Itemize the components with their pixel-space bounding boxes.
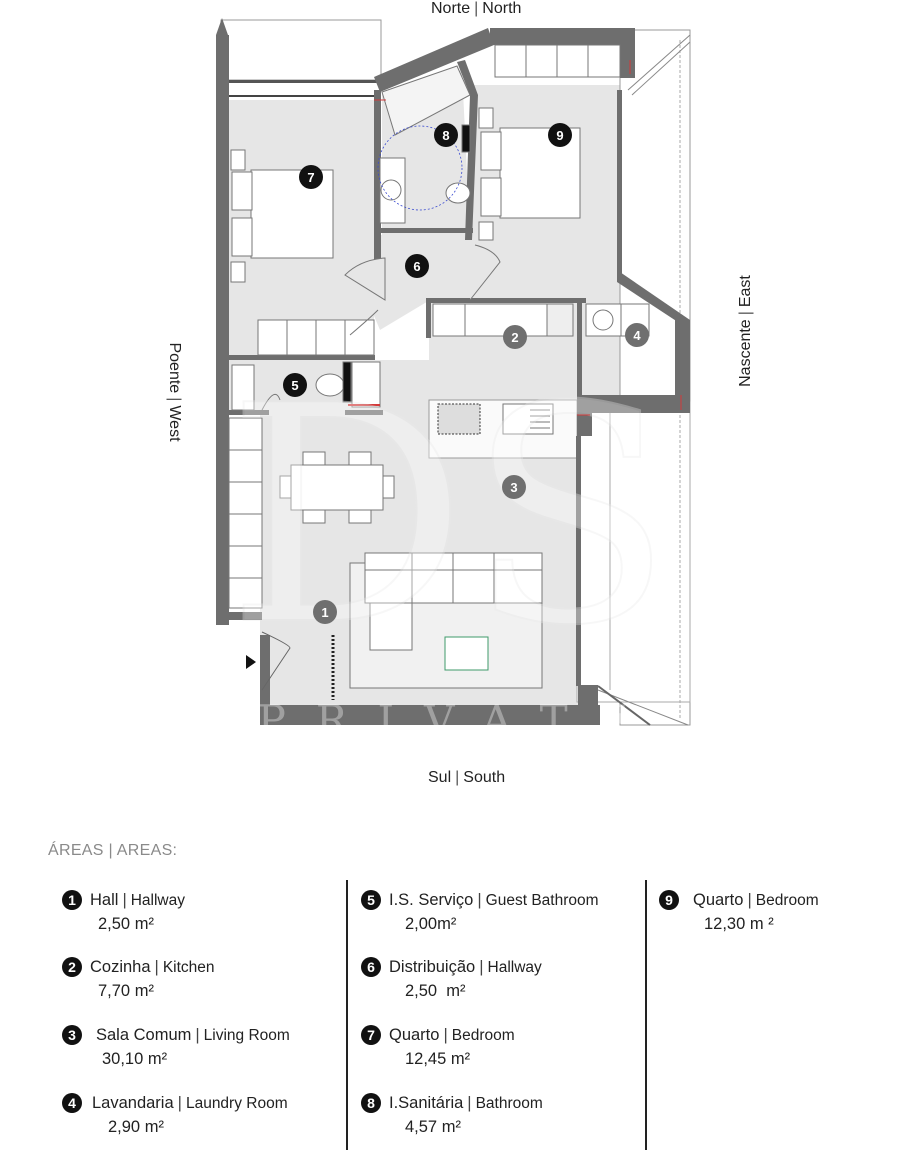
separator: | bbox=[747, 891, 752, 909]
room-name-pt: Lavandaria bbox=[92, 1094, 174, 1112]
room-name: Lavandaria|Laundry Room bbox=[92, 1093, 288, 1114]
room-area: 7,70 m² bbox=[98, 982, 154, 1000]
separator: | bbox=[195, 1026, 200, 1044]
dining-table bbox=[279, 451, 395, 524]
separator: | bbox=[154, 958, 159, 976]
room-name: Quarto|Bedroom bbox=[389, 1025, 515, 1046]
svg-text:DS: DS bbox=[227, 342, 673, 691]
south-en: South bbox=[463, 769, 506, 786]
separator: | bbox=[467, 1094, 472, 1112]
number-badge: 3 bbox=[62, 1025, 82, 1045]
room-name: Quarto|Bedroom bbox=[693, 890, 819, 911]
bathroom-8-fixtures bbox=[377, 65, 471, 224]
svg-text:9: 9 bbox=[556, 128, 563, 143]
guest-bath-fixtures bbox=[231, 361, 381, 411]
room-name-en: Hallway bbox=[130, 892, 185, 909]
bed-9 bbox=[478, 107, 581, 241]
number-badge: 5 bbox=[361, 890, 381, 910]
svg-text:5: 5 bbox=[291, 378, 298, 393]
legend-divider bbox=[645, 880, 647, 1150]
svg-text:6: 6 bbox=[413, 259, 420, 274]
room-name-pt: Sala Comum bbox=[96, 1026, 192, 1044]
room-marker-7: 7 bbox=[299, 165, 323, 189]
svg-text:PRIVATE: PRIVATE bbox=[258, 696, 659, 745]
room-markers: 1 2 3 4 5 6 7 8 9 bbox=[283, 123, 649, 624]
room-name: Sala Comum|Living Room bbox=[96, 1025, 290, 1046]
room-area: 12,30 m ² bbox=[704, 915, 774, 933]
room-marker-8: 8 bbox=[434, 123, 458, 147]
room-name-en: Hallway bbox=[487, 959, 542, 976]
room-marker-2: 2 bbox=[503, 325, 527, 349]
south-pt: Sul bbox=[428, 769, 452, 786]
number-badge: 9 bbox=[659, 890, 679, 910]
room-name-en: Kitchen bbox=[162, 959, 215, 976]
room-marker-1: 1 bbox=[313, 600, 337, 624]
room-area: 30,10 m² bbox=[102, 1050, 168, 1068]
walls bbox=[216, 18, 690, 725]
room-area: 12,45 m² bbox=[405, 1050, 471, 1068]
separator: | bbox=[177, 1094, 182, 1112]
separator: | bbox=[479, 958, 484, 976]
svg-text:1: 1 bbox=[321, 605, 328, 620]
number-badge: 2 bbox=[62, 957, 82, 977]
svg-text:8: 8 bbox=[442, 128, 449, 143]
room-name: Distribuição|Hallway bbox=[389, 957, 542, 978]
svg-text:4: 4 bbox=[633, 328, 641, 343]
entrance bbox=[246, 631, 335, 700]
north-en: North bbox=[482, 0, 522, 17]
room-name-pt: Distribuição bbox=[389, 958, 476, 976]
svg-text:7: 7 bbox=[307, 170, 314, 185]
separator: | bbox=[474, 0, 479, 17]
separator: | bbox=[122, 891, 127, 909]
watermark: DS PRIVATE bbox=[226, 341, 674, 745]
room-name: Cozinha|Kitchen bbox=[90, 957, 215, 978]
room-marker-5: 5 bbox=[283, 373, 307, 397]
room-name: I.S. Serviço|Guest Bathroom bbox=[389, 890, 599, 911]
number-badge: 1 bbox=[62, 890, 82, 910]
separator: | bbox=[443, 1026, 448, 1044]
room-area: 4,57 m² bbox=[405, 1118, 461, 1136]
room-name-en: Bedroom bbox=[451, 1027, 515, 1044]
number-badge: 6 bbox=[361, 957, 381, 977]
north-pt: Norte bbox=[431, 0, 471, 17]
room-area: 2,50 m² bbox=[405, 982, 466, 1000]
room-marker-9: 9 bbox=[548, 123, 572, 147]
compass-north-label: Norte|North bbox=[431, 0, 521, 18]
room-name: Hall|Hallway bbox=[90, 890, 185, 911]
separator: | bbox=[477, 891, 482, 909]
room-name-en: Laundry Room bbox=[185, 1095, 288, 1112]
room-area: 2,90 m² bbox=[108, 1118, 164, 1136]
room-name-pt: Quarto bbox=[389, 1026, 440, 1044]
room-name-pt: Hall bbox=[90, 891, 119, 909]
room-name-en: Bedroom bbox=[755, 892, 819, 909]
room-name-en: Living Room bbox=[203, 1027, 290, 1044]
room-name-pt: I.S. Serviço bbox=[389, 891, 474, 909]
floor-plan: DS PRIVATE 1 2 3 4 5 6 7 8 9 bbox=[216, 18, 691, 745]
room-name: I.Sanitária|Bathroom bbox=[389, 1093, 543, 1114]
wardrobes bbox=[228, 44, 621, 609]
number-badge: 7 bbox=[361, 1025, 381, 1045]
room-name-pt: Cozinha bbox=[90, 958, 151, 976]
room-name-en: Guest Bathroom bbox=[485, 892, 599, 909]
bed-7 bbox=[230, 149, 334, 283]
living-sofa bbox=[349, 552, 543, 689]
room-name-pt: Quarto bbox=[693, 891, 744, 909]
room-marker-4: 4 bbox=[625, 323, 649, 347]
legend-divider bbox=[346, 880, 348, 1150]
svg-text:3: 3 bbox=[510, 480, 517, 495]
doors bbox=[261, 244, 501, 411]
compass-south-label: Sul|South bbox=[428, 769, 505, 787]
room-area: 2,00m² bbox=[405, 915, 457, 933]
number-badge: 4 bbox=[62, 1093, 82, 1113]
room-marker-3: 3 bbox=[502, 475, 526, 499]
room-name-en: Bathroom bbox=[475, 1095, 543, 1112]
svg-text:2: 2 bbox=[511, 330, 518, 345]
areas-title: ÁREAS | AREAS: bbox=[48, 842, 178, 859]
room-name-pt: I.Sanitária bbox=[389, 1094, 464, 1112]
room-area: 2,50 m² bbox=[98, 915, 154, 933]
number-badge: 8 bbox=[361, 1093, 381, 1113]
kitchen-counter bbox=[432, 303, 650, 435]
room-marker-6: 6 bbox=[405, 254, 429, 278]
separator: | bbox=[455, 769, 460, 786]
